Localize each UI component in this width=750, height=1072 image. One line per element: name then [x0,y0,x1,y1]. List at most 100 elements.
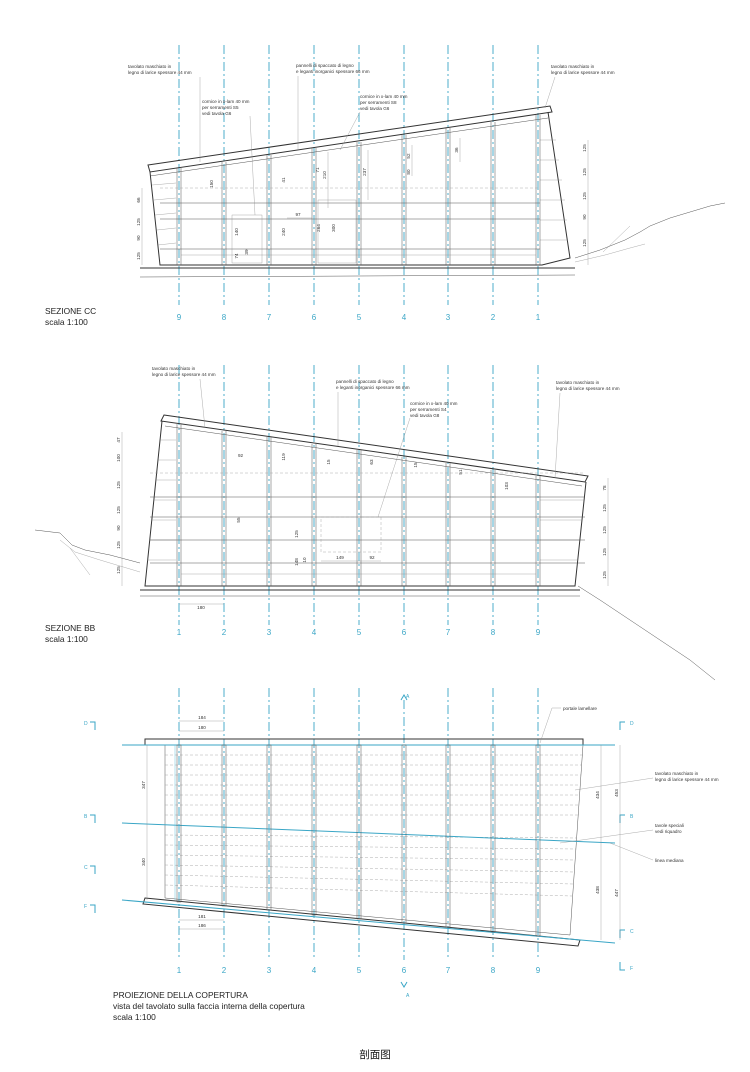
note: cornice in x-lam 40 mm [360,94,408,99]
dim-label: 90 [116,525,121,531]
dim-label: 63 [369,459,374,465]
dim-label: 125 [294,530,299,538]
note: per serramenti S8 [360,100,397,105]
note: cornice in x-lam 40 mm [410,401,458,406]
dim-label: 125 [582,239,587,247]
axis-label: 7 [267,313,272,322]
note: portale lamellare [563,706,597,711]
section-mark: A [406,993,410,999]
section-mark: B [630,814,634,820]
dim-label: 125 [582,192,587,200]
dim-label: 181 [198,914,206,919]
dim-label: 300 [331,224,336,232]
dim-label: 66 [136,197,141,203]
dim-label: 125 [602,548,607,556]
dim-label: 51 [458,469,463,475]
axis-label: 6 [402,628,407,637]
dim-label: 80 [406,169,411,175]
plan-dimensions: 184 180 347 340 181 186 434 453 438 447 [141,715,621,940]
section-cc: 9 8 7 6 5 4 3 2 1 [45,45,726,327]
plan-axis-labels: 1 2 3 4 5 6 7 8 9 [177,966,541,975]
note: pannelli di spaccato di legno [336,379,394,384]
dim-label: 52 [406,153,411,159]
dim-label: 15 [326,459,331,465]
note: tavolato maschiato in [655,771,699,776]
section-cc-notes: tavolato maschiato in legno di larice sp… [128,63,615,216]
note: tavolato maschiato in [551,64,595,69]
dim-label: 41 [281,177,286,183]
dim-label: 92 [369,555,375,560]
dim-label: 15 [413,462,418,468]
section-cc-roof [147,105,553,177]
dim-label: 125 [136,252,141,260]
dim-label: 184 [198,715,206,720]
note: e leganti inorganici spessore 66 mm [296,69,370,74]
note: legno di larice spessore 44 mm [128,70,192,75]
axis-label: 7 [446,628,451,637]
section-cc-title: SEZIONE CC [45,306,96,316]
dim-label: 186 [198,923,206,928]
axis-label: 2 [222,966,227,975]
dim-label: 74 [234,253,239,259]
axis-label: 5 [357,628,362,637]
section-bb-terrain [34,529,716,681]
plan-teal-lines [121,744,616,944]
note: tavole speciali [655,823,684,828]
section-mark: F [84,904,87,910]
axis-label: 2 [222,628,227,637]
dim-label: 36 [454,147,459,153]
plan-title: PROIEZIONE DELLA COPERTURA [113,990,248,1000]
note: vedi tavola G6 [360,106,390,111]
dim-label: 125 [582,168,587,176]
section-bb-axes [178,365,539,625]
section-bb-axis-labels: 1 2 3 4 5 6 7 8 9 [177,628,541,637]
axis-label: 8 [491,966,496,975]
plan-roof-outline [142,738,584,947]
section-mark: B [84,814,88,820]
section-mark: F [630,966,633,972]
section-bb-envelope [144,420,587,587]
section-mark: A [406,694,410,700]
section-cc-dim-left: 66 125 90 125 [136,188,143,265]
axis-label: 1 [177,966,182,975]
dim-label: 47 [116,437,121,443]
section-cc-envelope [149,111,571,266]
plan-subtitle: vista del tavolato sulla faccia interna … [113,1001,305,1011]
dim-label: 140 [234,228,239,236]
section-bb: 1 2 3 4 5 6 7 8 9 [34,365,716,681]
section-cc-scale: scala 1:100 [45,317,88,327]
axis-label: 6 [312,313,317,322]
section-bb-dim-inner: 92 119 15 63 15 51 103 55 125 148 10 149… [179,453,509,610]
note: legno di larice spessore 44 mm [556,386,620,391]
dim-label: 434 [595,791,600,799]
dim-label: 55 [236,517,241,523]
axis-label: 1 [177,628,182,637]
section-cc-axes [178,45,539,305]
dim-label: 125 [116,481,121,489]
dim-label: 125 [602,571,607,579]
dim-label: 97 [295,212,301,217]
note: pannelli di spaccato di legno [296,63,354,68]
dim-label: 10 [302,557,307,563]
dim-label: 100 [116,454,121,462]
dim-label: 447 [614,889,619,897]
dim-label: 264 [316,224,321,232]
note: tavolato maschiato in [556,380,600,385]
dim-label: 71 [315,167,320,173]
dim-label: 125 [116,566,121,574]
dim-label: 125 [116,541,121,549]
dim-label: 180 [198,725,206,730]
plan-notes: portale lamellare tavolato maschiato in … [539,706,719,863]
axis-label: 3 [267,966,272,975]
axis-label: 8 [491,628,496,637]
dim-label: 90 [582,214,587,220]
section-bb-ledgers [140,472,585,597]
dim-label: 180 [197,605,205,610]
axis-label: 3 [267,628,272,637]
section-bb-title: SEZIONE BB [45,623,96,633]
axis-label: 7 [446,966,451,975]
axis-label: 2 [491,313,496,322]
section-cc-dim-inner: 36 52 80 237 210 71 41 97 240 264 300 14… [209,138,461,264]
axis-label: 4 [312,966,317,975]
dim-label: 125 [116,506,121,514]
